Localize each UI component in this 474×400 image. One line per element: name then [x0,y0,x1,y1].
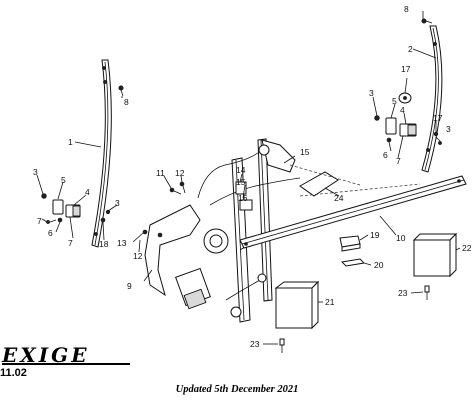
callout-12: 12 [133,251,143,261]
left-bolt-8 [118,85,124,97]
callout-6: 6 [48,228,53,238]
callout-labels: 1 2 8 8 3 5 4 7 6 7 18 3 3 5 17 4 6 7 17… [33,4,472,349]
callout-16: 16 [238,193,248,203]
callout-5: 5 [61,175,66,185]
window-regulator-assembly [142,138,301,323]
callout-3: 3 [446,124,451,134]
pad-19 [339,235,361,252]
callout-20: 20 [374,260,384,270]
page-reference: 11.02 [0,367,27,379]
callout-3: 3 [369,88,374,98]
callout-19: 19 [370,230,380,240]
callout-7: 7 [396,156,401,166]
callout-15: 15 [300,147,310,157]
screw-23-right [424,285,430,300]
box-22 [412,232,458,278]
callout-13: 13 [117,238,127,248]
callout-9: 9 [127,281,132,291]
callout-11: 11 [156,168,165,178]
callout-2: 2 [408,44,413,54]
callout-23: 23 [398,288,408,298]
callout-15: 15 [236,177,246,187]
right-glass-channel [421,25,443,173]
window-support-bar-10 [239,175,467,249]
left-glass-channel [91,59,112,248]
box-21 [274,280,320,330]
glass-stop-24 [299,171,339,197]
right-bolt-8 [421,18,433,24]
callout-4: 4 [400,105,405,115]
right-bracket-cluster [374,115,442,145]
callout-12: 12 [175,168,185,178]
callout-3: 3 [33,167,38,177]
callout-5: 5 [392,96,397,106]
callout-8: 8 [124,97,129,107]
callout-8: 8 [404,4,409,14]
callout-1: 1 [68,137,73,147]
updated-footer: Updated 5th December 2021 [175,384,299,395]
callout-22: 22 [462,243,472,253]
callout-23: 23 [250,339,260,349]
callout-14: 14 [236,165,246,175]
callout-10: 10 [396,233,406,243]
leader-lines [36,11,461,345]
callout-7: 7 [37,216,42,226]
callout-24: 24 [334,193,344,203]
screw-23-lower [279,338,285,353]
callout-21: 21 [325,297,335,307]
callout-6: 6 [383,150,388,160]
left-bracket-cluster [41,193,111,224]
callout-4: 4 [85,187,90,197]
callout-7: 7 [68,238,73,248]
callout-18: 17 [433,113,443,123]
callout-3: 3 [115,198,120,208]
washer-17 [398,92,412,104]
callout-18: 18 [99,239,109,249]
logo-underline [2,363,130,365]
strip-20 [340,258,366,267]
callout-17: 17 [401,64,411,74]
